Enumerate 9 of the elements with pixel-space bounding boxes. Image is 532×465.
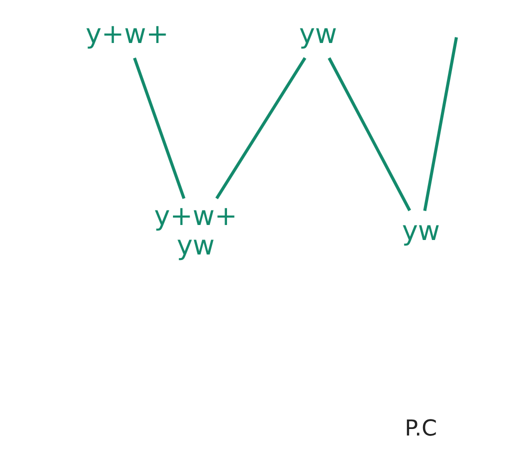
- label: P.C: [404, 416, 438, 441]
- connector: [133, 56, 186, 198]
- node-text: yw: [402, 215, 440, 246]
- node-text: y+w+ yw: [154, 200, 238, 262]
- connector: [215, 56, 306, 199]
- node-text: y+w+: [86, 18, 169, 50]
- connector: [423, 36, 458, 211]
- connector: [328, 56, 412, 211]
- node-text: yw: [299, 18, 338, 50]
